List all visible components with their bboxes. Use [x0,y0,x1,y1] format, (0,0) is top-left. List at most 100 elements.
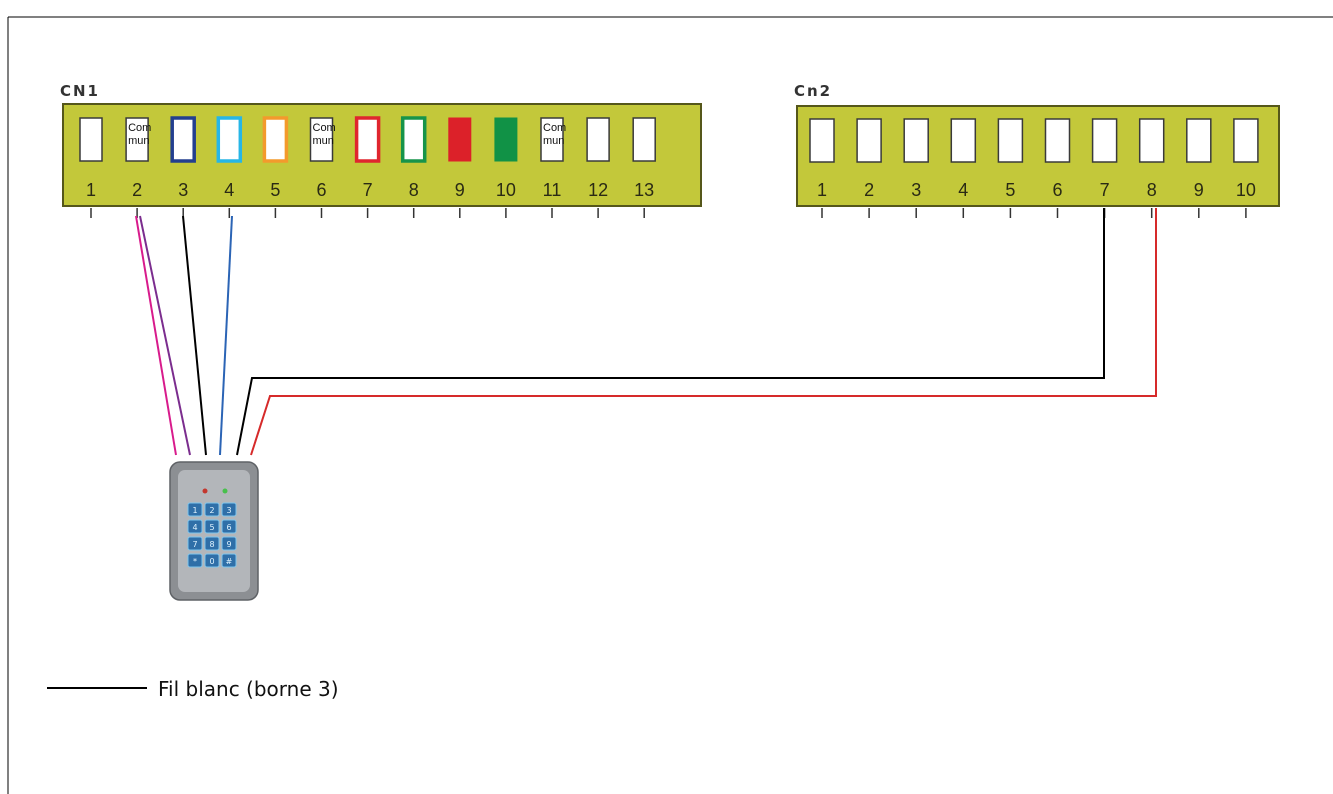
keypad-key-label: * [193,557,197,566]
cn1-terminal-6-box [309,117,334,162]
cn1-terminal-number: 9 [455,180,465,200]
keypad-key[interactable]: 7 [187,536,203,551]
keypad-key[interactable]: 9 [221,536,237,551]
cn1-terminal-number: 11 [543,180,562,200]
keypad-key[interactable]: 8 [204,536,220,551]
cn1-terminal-10: 10 [494,117,518,218]
wire-magenta [135,215,177,456]
cn1-terminal-5-box [262,116,289,163]
wire-red-cn2-8 [250,208,1157,456]
keypad-key[interactable]: 0 [204,553,220,568]
cn1-terminal-11-label: Com [543,122,566,134]
wires [135,208,1157,456]
cn1-terminal-9: 9 [448,117,472,218]
cn2-terminal-number: 6 [1052,180,1062,200]
keypad-key-label: 2 [209,506,214,515]
keypad-key-label: 9 [226,540,231,549]
cn2-terminal-4: 4 [950,118,977,218]
cn1-terminal-2-box [125,117,149,162]
cn1-terminal-number: 7 [363,180,373,200]
cn1-terminal-10-box [494,117,518,162]
cn1-terminal-number: 1 [86,180,96,200]
cn2-terminal-10: 10 [1233,118,1259,218]
cn2-terminal-number: 1 [817,180,827,200]
cn1-terminal-6-label: Com [313,122,336,134]
keypad-key-label: 5 [209,523,214,532]
cn2-terminal-1-box [809,118,835,163]
cn2-terminal-10-box [1233,118,1259,163]
cn2-terminal-number: 3 [911,180,921,200]
cn2-terminal-5-box [997,118,1024,163]
cn1-terminal-11-box [540,117,564,162]
keypad-key[interactable]: 6 [221,519,237,534]
keypad-key-label: 7 [192,540,197,549]
cn1-terminal-3: 3 [170,116,196,218]
keypad-key[interactable]: 5 [204,519,220,534]
cn1-terminal-8: 8 [400,116,427,218]
cn1-terminal-11-label: mun [543,135,564,147]
legend-text: Fil blanc (borne 3) [158,677,339,701]
cn1-terminal-5: 5 [262,116,289,218]
cn2-terminal-7: 7 [1091,118,1118,218]
cn2-terminal-number: 4 [958,180,968,200]
cn1-terminal-1: 1 [79,117,103,218]
cn1-terminal-12-box [586,117,610,162]
keypad-key-label: 4 [192,523,197,532]
cn2-terminal-8: 8 [1138,118,1165,218]
keypad-key[interactable]: 1 [187,502,203,517]
cn2-terminal-1: 1 [809,118,835,218]
keypad-key[interactable]: * [187,553,203,568]
keypad-key-label: 8 [209,540,214,549]
cn1-terminal-7-box [354,116,381,163]
cn1-terminal-4-box [216,116,243,163]
cn2-terminal-8-box [1138,118,1165,163]
keypad-key[interactable]: 3 [221,502,237,517]
keypad-key-label: 3 [226,506,231,515]
cn2-terminal-number: 7 [1100,180,1110,200]
wire-black-cn2-7 [236,208,1105,456]
cn1-terminal-number: 4 [224,180,234,200]
cn2-terminal-number: 8 [1147,180,1157,200]
cn2-terminal-5: 5 [997,118,1024,218]
cn1-terminal-6-label: mun [313,135,334,147]
cn1-terminal-13: 13 [632,117,656,218]
cn2-terminal-number: 2 [864,180,874,200]
cn2-terminal-3-box [903,118,929,163]
keypad-key-label: 0 [209,557,214,566]
keypad-key[interactable]: 2 [204,502,220,517]
keypad-led-green-icon [222,488,228,494]
cn2-terminal-2-box [856,118,882,163]
cn1-title: CN1 [60,82,100,100]
cn1-terminal-1-box [79,117,103,162]
legend: Fil blanc (borne 3) [47,677,339,701]
cn2-title: Cn2 [794,82,832,100]
keypad-key-label: 1 [192,506,197,515]
cn1-terminal-number: 5 [270,180,280,200]
wire-black-cn1-3 [182,215,207,456]
cn1-terminal-3-box [170,116,196,163]
cn1-terminal-4: 4 [216,116,243,218]
wire-purple [139,215,191,456]
cn2-terminal-9: 9 [1186,118,1212,218]
keypad-key[interactable]: # [221,553,237,568]
cn2-terminal-number: 9 [1194,180,1204,200]
cn1-terminal-number: 3 [178,180,188,200]
cn2-connector: Cn2 1 2 3 4 5 6 7 8 9 10 [794,82,1280,218]
cn2-terminal-4-box [950,118,977,163]
cn2-terminal-3: 3 [903,118,929,218]
cn2-terminal-6: 6 [1044,118,1071,218]
cn1-terminal-8-box [400,116,427,163]
cn1-terminal-2-label: Com [128,122,151,134]
cn1-terminal-7: 7 [354,116,381,218]
keypad-key[interactable]: 4 [187,519,203,534]
cn1-terminal-number: 8 [409,180,419,200]
keypad-led-red-icon [202,488,208,494]
cn1-terminal-9-box [448,117,472,162]
cn2-terminal-7-box [1091,118,1118,163]
